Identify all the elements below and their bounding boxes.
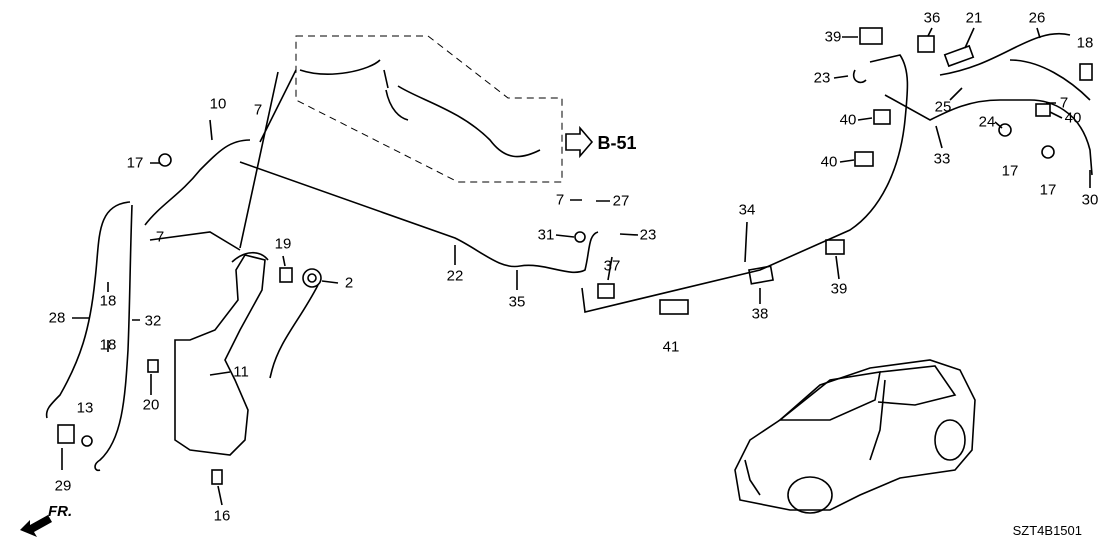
callout-37: 37 — [603, 257, 621, 275]
callout-30: 30 — [1081, 191, 1099, 209]
callout-36: 36 — [923, 9, 941, 27]
diagram-code: SZT4B1501 — [1012, 523, 1082, 538]
callout-38: 38 — [751, 305, 769, 323]
callout-7: 7 — [555, 191, 565, 209]
callout-18: 18 — [99, 336, 117, 354]
callout-7: 7 — [253, 101, 263, 119]
callout-23: 23 — [639, 226, 657, 244]
callout-31: 31 — [537, 226, 555, 244]
callout-18: 18 — [1076, 34, 1094, 52]
callout-24: 24 — [978, 113, 996, 131]
callout-26: 26 — [1028, 9, 1046, 27]
callout-20: 20 — [142, 396, 160, 414]
callout-13: 13 — [76, 399, 94, 417]
callout-40: 40 — [820, 153, 838, 171]
callout-25: 25 — [934, 98, 952, 116]
callout-7: 7 — [1059, 94, 1069, 112]
callout-7: 7 — [155, 228, 165, 246]
callout-21: 21 — [965, 9, 983, 27]
front-arrow-icon — [20, 515, 52, 537]
callout-39: 39 — [824, 28, 842, 46]
callout-17: 17 — [126, 154, 144, 172]
washer-tank-outline — [174, 254, 266, 456]
callout-19: 19 — [274, 235, 292, 253]
callout-17: 17 — [1001, 162, 1019, 180]
callout-33: 33 — [933, 150, 951, 168]
callout-28: 28 — [48, 309, 66, 327]
callout-16: 16 — [213, 507, 231, 525]
callout-2: 2 — [344, 274, 354, 292]
callout-23: 23 — [813, 69, 831, 87]
callout-40: 40 — [1064, 109, 1082, 127]
reference-arrow — [565, 125, 594, 159]
callout-10: 10 — [209, 95, 227, 113]
callout-29: 29 — [54, 477, 72, 495]
detail-inset-box — [295, 35, 563, 183]
callout-11: 11 — [233, 363, 249, 381]
vehicle-silhouette — [734, 359, 976, 511]
callout-18: 18 — [99, 292, 117, 310]
callout-32: 32 — [144, 312, 162, 330]
reference-b51-link[interactable]: B-51 — [597, 133, 637, 153]
callout-17: 17 — [1039, 181, 1057, 199]
callout-34: 34 — [738, 201, 756, 219]
callout-35: 35 — [508, 293, 526, 311]
callout-39: 39 — [830, 280, 848, 298]
callout-41: 41 — [662, 338, 680, 356]
front-indicator: FR. — [48, 503, 73, 520]
callout-22: 22 — [446, 267, 464, 285]
callout-27: 27 — [612, 192, 630, 210]
callout-40: 40 — [839, 111, 857, 129]
